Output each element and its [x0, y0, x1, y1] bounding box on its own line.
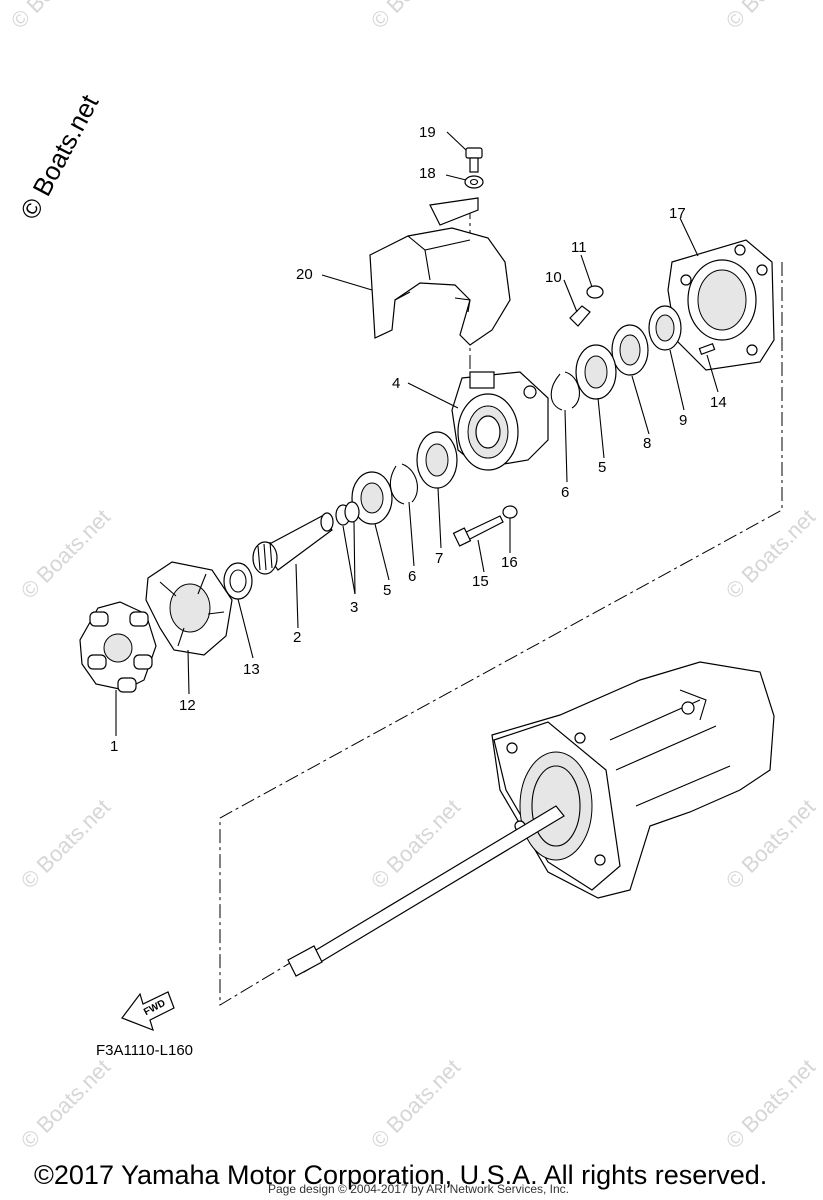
svg-text:© Boats.net: © Boats.net — [721, 1054, 820, 1153]
callout-7: 7 — [435, 550, 443, 567]
fwd-arrow-icon: FWD — [121, 991, 175, 1032]
svg-text:© Boats.net: © Boats.net — [16, 1054, 115, 1153]
leader-lines — [115, 131, 719, 736]
part-11-cap — [586, 285, 604, 299]
callout-13: 13 — [243, 661, 260, 678]
svg-text:© Boats.net: © Boats.net — [721, 504, 820, 603]
part-18-washer — [464, 175, 484, 189]
part-8-seal — [611, 324, 649, 376]
callout-14: 14 — [710, 394, 727, 411]
part-4-housing — [451, 371, 549, 471]
part-17-cover-plate — [667, 239, 775, 371]
part-19-bolt — [465, 147, 483, 173]
callout-11: 11 — [571, 239, 587, 256]
part-5-bearing-left — [351, 471, 393, 525]
callout-5-right: 5 — [598, 459, 606, 476]
callout-1: 1 — [110, 738, 118, 755]
part-14-pin — [698, 343, 716, 355]
callout-9: 9 — [679, 412, 687, 429]
callout-4: 4 — [392, 375, 400, 392]
part-6-circlip-left — [389, 463, 418, 505]
callout-3: 3 — [350, 599, 358, 616]
callout-5-left: 5 — [383, 582, 391, 599]
callout-15: 15 — [472, 573, 489, 590]
svg-text:© Boats.net: © Boats.net — [366, 1054, 465, 1153]
svg-text:© Boats.net: © Boats.net — [16, 504, 115, 603]
svg-text:© Boats.net: © Boats.net — [6, 0, 105, 34]
part-2-shaft — [252, 512, 334, 575]
callout-numbers: 1 2 3 4 5 5 6 6 7 8 9 10 11 12 13 14 15 … — [110, 124, 727, 755]
svg-text:© Boats.net: © Boats.net — [366, 0, 465, 34]
diagram-code: F3A1110-L160 — [96, 1042, 194, 1059]
copyright-text: ©2017 Yamaha Motor Corporation, U.S.A. A… — [34, 1160, 768, 1190]
callout-12: 12 — [179, 697, 196, 714]
svg-text:© Boats.net: © Boats.net — [721, 794, 820, 893]
part-5-bearing-right — [575, 344, 617, 400]
callout-2: 2 — [293, 629, 301, 646]
jet-pump-assembly — [287, 661, 775, 977]
callout-10: 10 — [545, 269, 562, 286]
callout-6-left: 6 — [408, 568, 416, 585]
part-1-damper — [79, 601, 157, 693]
callout-17: 17 — [669, 205, 686, 222]
part-10-fitting — [569, 305, 591, 327]
part-6-circlip-right — [550, 371, 581, 411]
svg-text:© Boats.net: © Boats.net — [16, 794, 115, 893]
part-7-bearing — [416, 431, 458, 489]
callout-16: 16 — [501, 554, 518, 571]
part-12-coupling — [145, 561, 233, 656]
callout-6-right: 6 — [561, 484, 569, 501]
page-design-credit: Page design © 2004-2017 by ARI Network S… — [268, 1182, 570, 1196]
part-3-spacers — [335, 501, 360, 526]
part-16-washer — [502, 505, 518, 519]
part-20-cover — [369, 197, 511, 346]
part-15-bolt — [452, 515, 504, 547]
callout-20: 20 — [296, 266, 313, 283]
callout-19: 19 — [419, 124, 436, 141]
svg-text:© Boats.net: © Boats.net — [721, 0, 820, 34]
part-9-seal — [648, 305, 682, 351]
callout-18: 18 — [419, 165, 436, 182]
callout-8: 8 — [643, 435, 651, 452]
